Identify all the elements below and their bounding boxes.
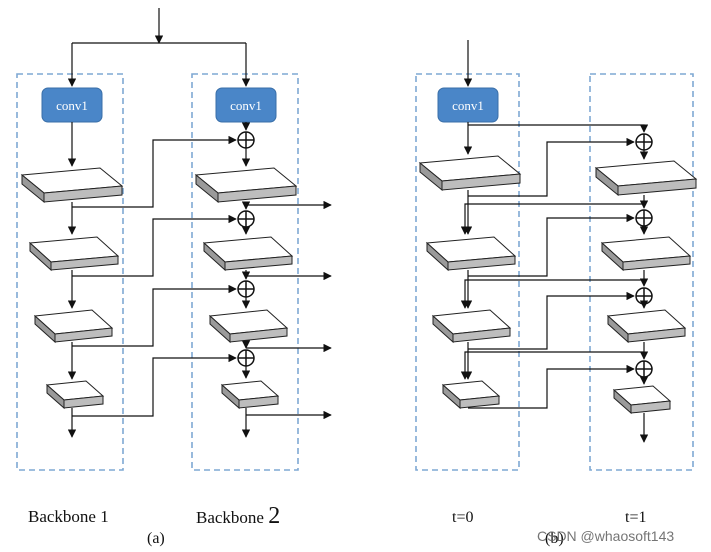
connections-panel-b (460, 40, 649, 443)
block-t0-s1 (418, 155, 522, 192)
label-t0: t=0 (452, 509, 474, 526)
label-backbone-2-num: 2 (268, 503, 281, 529)
conv-boxes: conv1 conv1 conv1 (41, 87, 499, 123)
watermark: CSDN @whaosoft143 (537, 528, 675, 544)
block-b1-s1 (20, 167, 124, 204)
block-t0-s4 (441, 380, 501, 410)
sum-node-b2-1 (237, 131, 255, 149)
connections-panel-a (67, 8, 332, 438)
sum-node-b2-2 (237, 210, 255, 228)
block-t1-s1 (594, 160, 698, 197)
label-panel-a: (a) (147, 530, 165, 547)
block-t1-s3 (606, 309, 687, 344)
dashed-panels (16, 73, 694, 471)
panel-t1 (589, 73, 694, 471)
sum-node-t1-2 (635, 209, 653, 227)
block-b2-s2 (202, 236, 294, 272)
block-b2-s4 (220, 380, 280, 410)
panel-backbone-2 (191, 73, 299, 471)
sum-node-t1-4 (635, 360, 653, 378)
block-t1-s2 (600, 236, 692, 272)
label-panel-b: (b) (545, 530, 564, 547)
sum-node-t1-1 (635, 133, 653, 151)
block-b1-s2 (28, 236, 120, 272)
conv1-label-backbone-2: conv1 (230, 98, 262, 113)
block-b1-s3 (33, 309, 114, 344)
block-b1-s4 (45, 380, 105, 410)
stage-blocks (20, 155, 698, 415)
block-t0-s2 (425, 236, 517, 272)
label-backbone-2-text: Backbone (196, 508, 269, 527)
sum-node-b2-4 (237, 349, 255, 367)
label-t1: t=1 (625, 509, 647, 526)
block-t0-s3 (431, 309, 512, 344)
sum-node-b2-3 (237, 280, 255, 298)
panel-backbone-1 (16, 73, 124, 471)
conv1-label-backbone-1: conv1 (56, 98, 88, 113)
sum-nodes (237, 131, 653, 378)
sum-node-t1-3 (635, 287, 653, 305)
block-b2-s1 (194, 167, 298, 204)
label-backbone-1: Backbone 1 (28, 507, 109, 526)
block-t1-s4 (612, 385, 672, 415)
block-b2-s3 (208, 309, 289, 344)
label-backbone-2: Backbone 2 (196, 503, 280, 530)
conv1-label-t0: conv1 (452, 98, 484, 113)
